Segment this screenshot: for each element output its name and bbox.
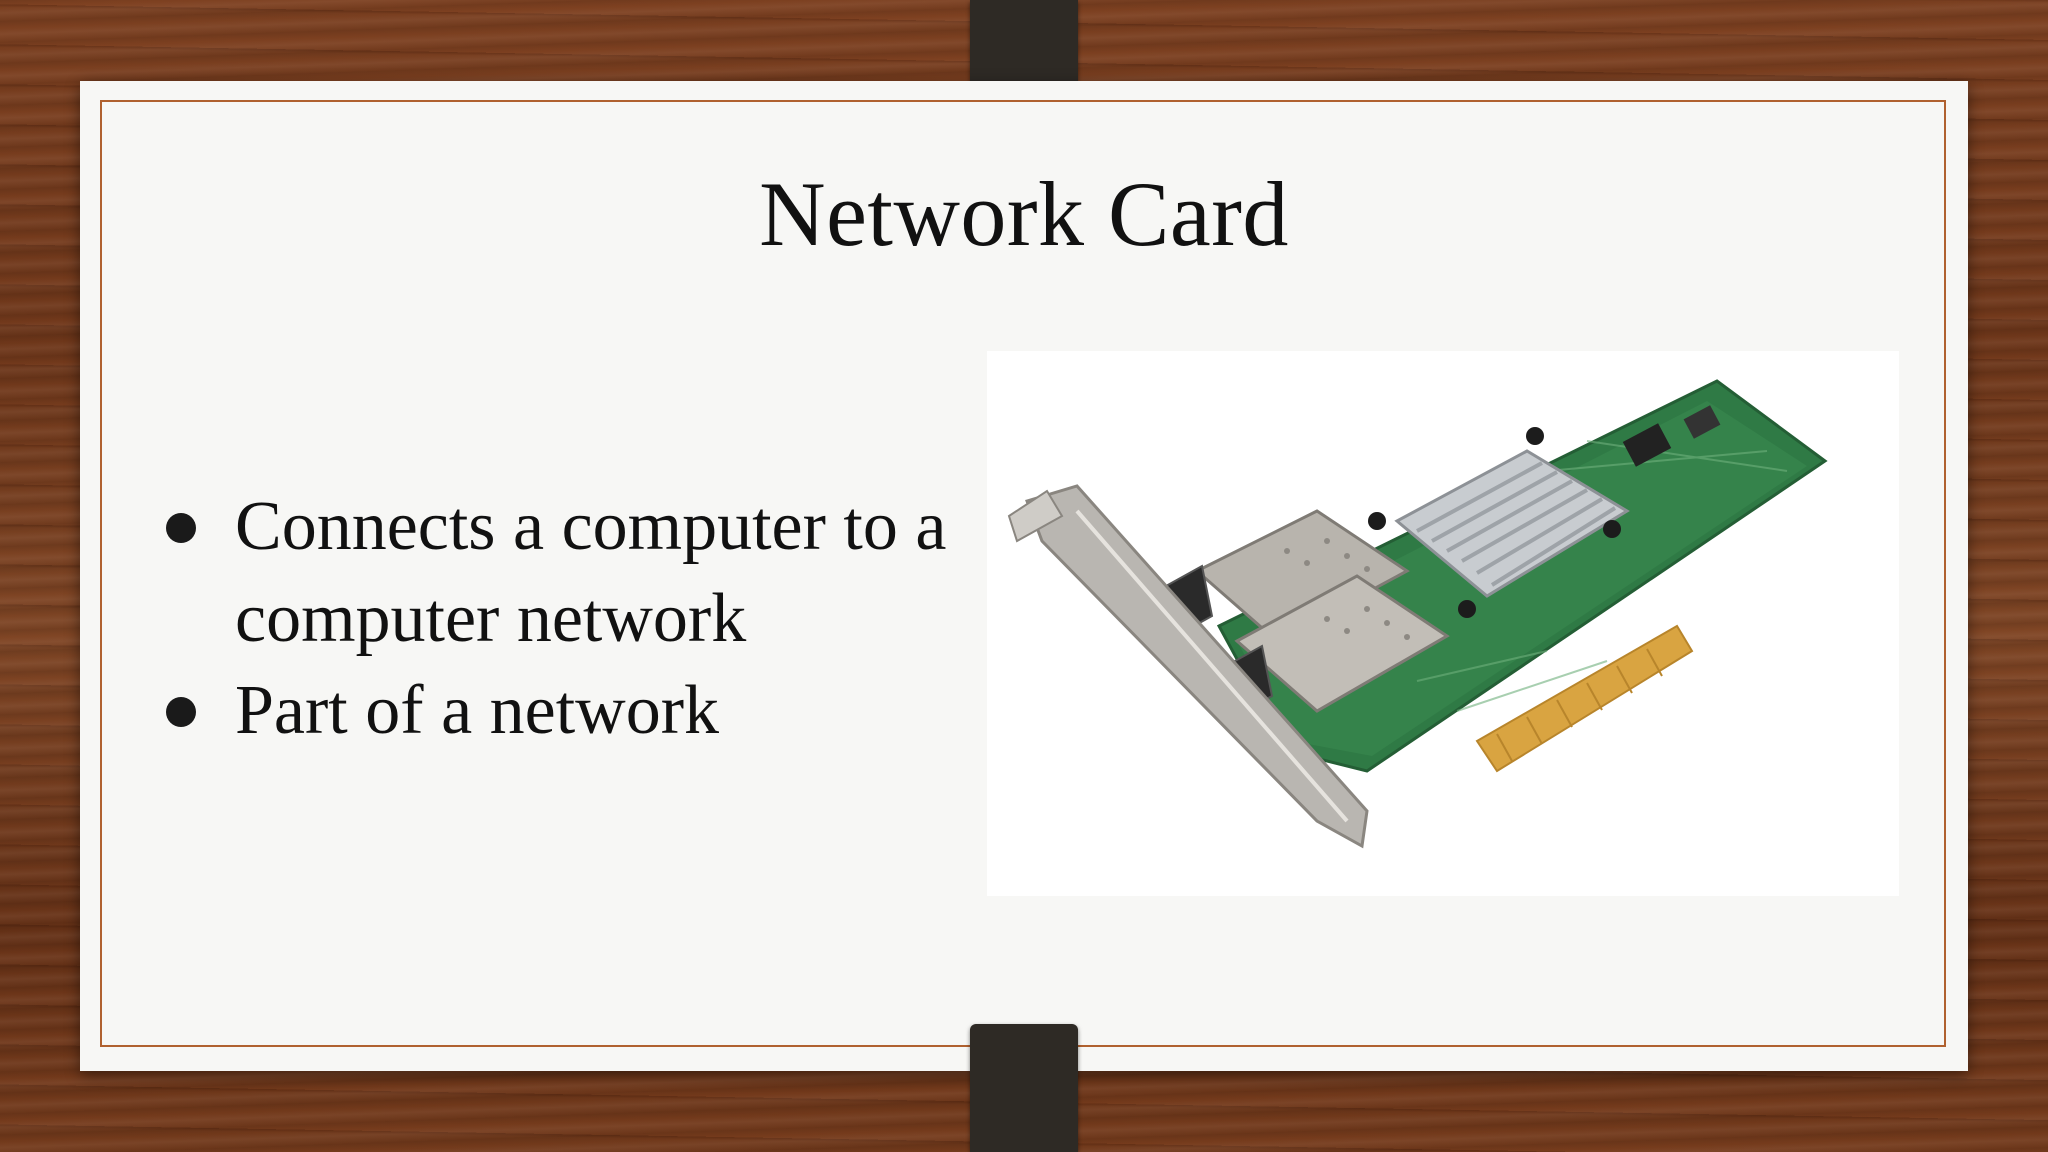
- mounting-bracket: [1025, 484, 1369, 849]
- gold-edge-connector: [1475, 624, 1694, 773]
- sfp-cage-2: [1234, 574, 1450, 713]
- bullet-dot-icon: [166, 513, 196, 543]
- bullet-dot-icon: [166, 697, 196, 727]
- bullet-item: Part of a network: [160, 665, 1060, 757]
- bullet-item: Connects a computer to a computer networ…: [160, 481, 1060, 665]
- slide-card: Network Card Connects a computer to a co…: [80, 81, 1968, 1071]
- bullet-text: Part of a network: [235, 672, 720, 749]
- sfp-cage-1: [1194, 509, 1410, 643]
- heatsink: [1394, 449, 1630, 598]
- slide-title: Network Card: [759, 163, 1289, 265]
- network-card-illustration: [1007, 379, 1828, 849]
- bullet-text: Connects a computer to a computer networ…: [235, 488, 947, 657]
- bullet-list: Connects a computer to a computer networ…: [160, 481, 1060, 757]
- network-card-image: [987, 351, 1899, 896]
- bottom-strap: [970, 1024, 1078, 1152]
